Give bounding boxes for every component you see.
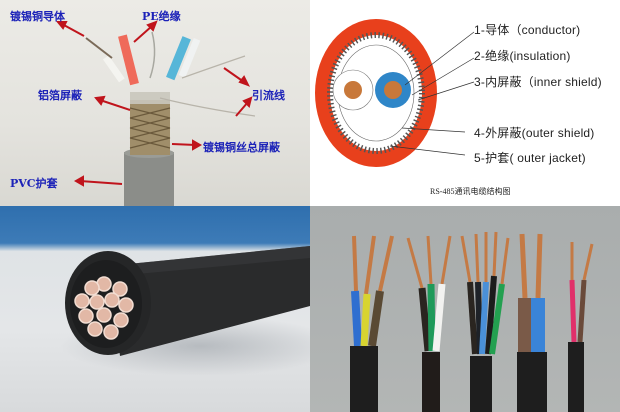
label-pe-insulation: PE绝缘 (142, 10, 181, 23)
assorted-cables-illustration (350, 231, 594, 412)
label-insulation: 2-绝缘(insulation) (474, 49, 571, 63)
cable-cross-section-diagram: 1-导体（conductor) 2-绝缘(insulation) 3-内屏蔽（i… (310, 0, 620, 206)
label-drain-wire: 引流线 (252, 89, 285, 102)
shielded-cable-illustration (55, 20, 256, 206)
cable-3-core-b (406, 235, 452, 412)
diagram-caption: RS-485通讯电缆结构图 (430, 187, 511, 196)
label-inner-shield: 3-内屏蔽（inner shield) (474, 75, 602, 89)
cable-5-core (460, 231, 510, 412)
multicore-cable-photo (0, 206, 310, 412)
cable-3-core-a (350, 235, 394, 412)
multicore-cable-illustration (60, 246, 310, 376)
label-pvc-jacket: PVC护套 (10, 177, 58, 190)
label-aluminum-foil-shield: 铝箔屏蔽 (38, 89, 82, 102)
cable-2-core-b (568, 242, 594, 412)
label-braid-overall-shield: 镀锡铜丝总屏蔽 (203, 141, 280, 154)
assorted-cables-photo (310, 206, 620, 412)
cross-section-illustration (315, 19, 475, 167)
label-conductor: 1-导体（conductor) (474, 23, 581, 37)
label-tinned-copper-conductor: 镀锡铜导体 (10, 10, 65, 23)
label-outer-shield: 4-外屏蔽(outer shield) (474, 126, 595, 140)
label-outer-jacket: 5-护套( outer jacket) (474, 151, 586, 165)
shielded-cable-photo: 镀锡铜导体 PE绝缘 铝箔屏蔽 引流线 镀锡铜丝总屏蔽 PVC护套 (0, 0, 310, 206)
cable-2-core-a (517, 233, 547, 412)
